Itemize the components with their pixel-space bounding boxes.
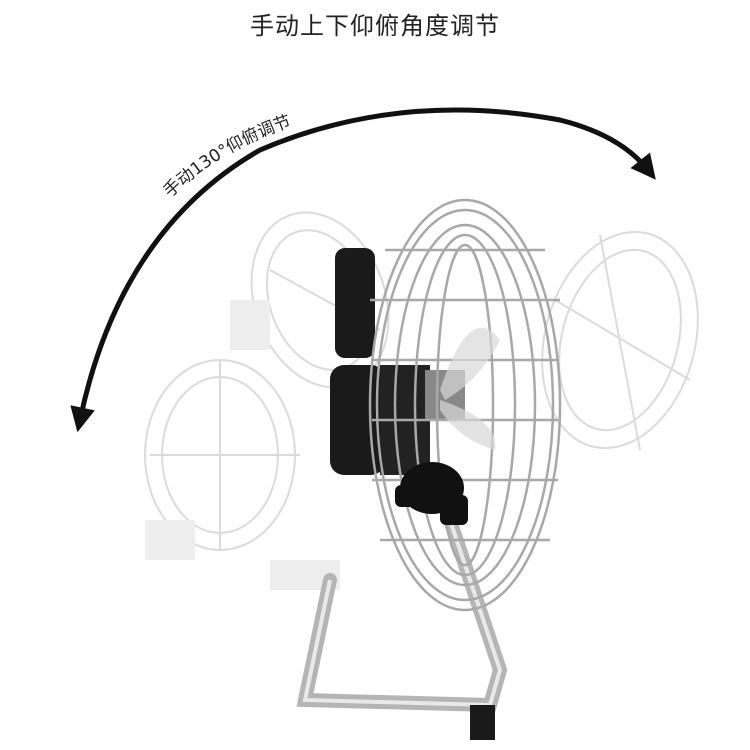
page-title: 手动上下仰俯角度调节 [250,12,500,40]
tilt-label: 手动130°仰俯调节 [160,112,294,202]
tilt-knob [395,462,468,525]
tilt-arrow-arc [70,107,656,433]
fan-guard [368,198,562,612]
ghost-fan-low [144,359,340,590]
fan-blades [440,327,500,450]
ghost-fan-up [541,230,699,451]
stand-foot [470,705,495,740]
fan-stand [296,513,508,713]
